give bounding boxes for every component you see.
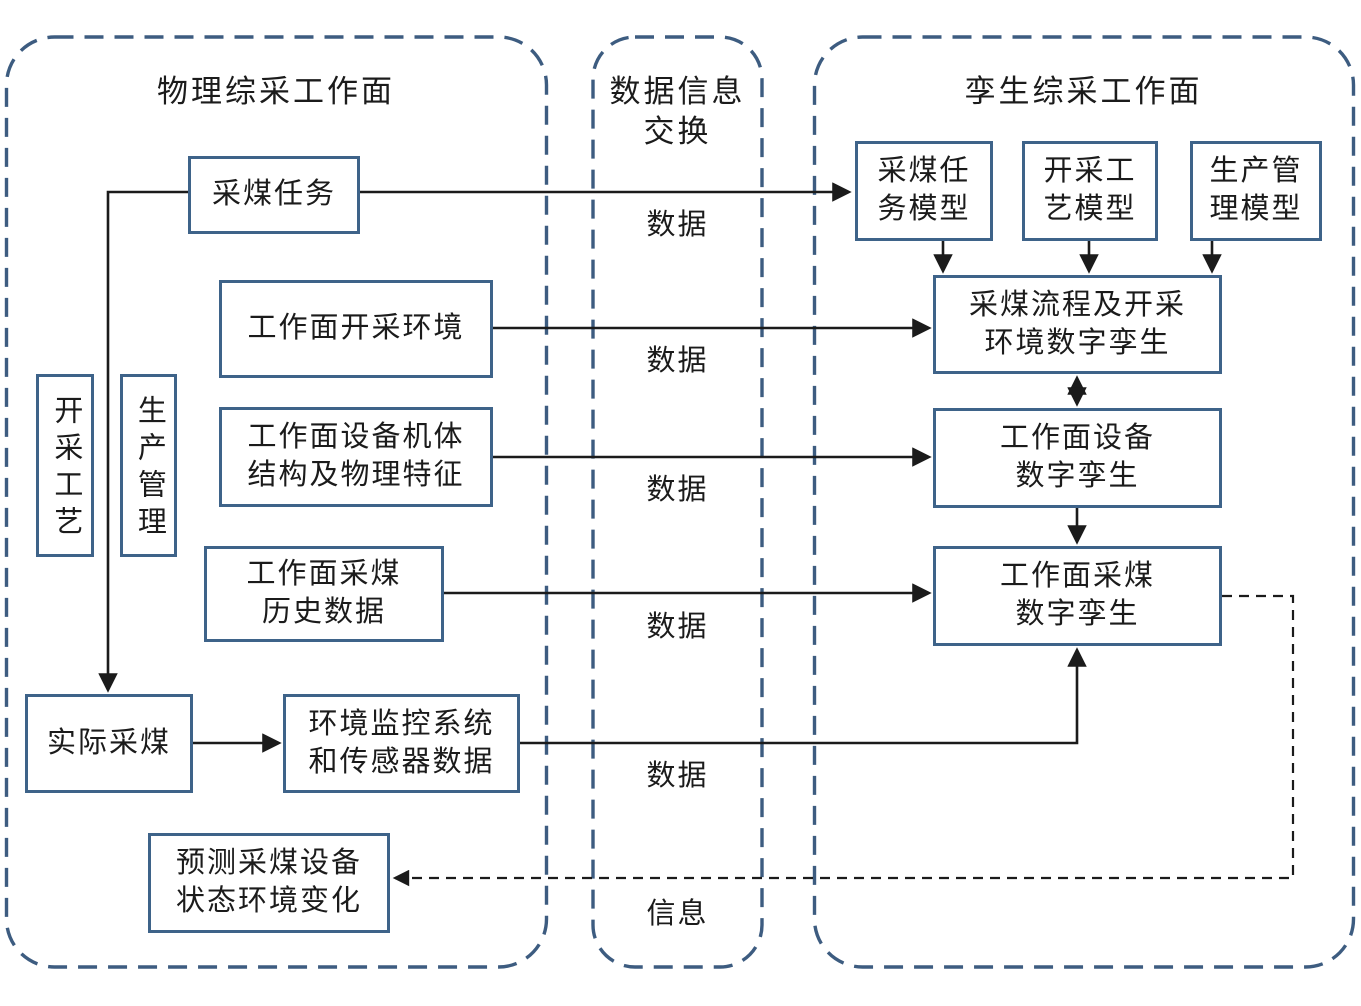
box-mining-twin: 工作面采煤 数字孪生 bbox=[933, 546, 1222, 646]
box-task-model: 采煤任 务模型 bbox=[855, 141, 993, 241]
box-mining-environment: 工作面开采环境 bbox=[219, 280, 493, 378]
data-label-1: 数据 bbox=[646, 209, 709, 241]
box-monitoring-sensors: 环境监控系统 和传感器数据 bbox=[283, 694, 520, 793]
box-equipment-twin: 工作面设备 数字孪生 bbox=[933, 408, 1222, 508]
box-process-model: 开采工 艺模型 bbox=[1022, 141, 1158, 241]
box-actual-mining: 实际采煤 bbox=[25, 694, 193, 793]
data-label-2: 数据 bbox=[646, 345, 709, 377]
data-label-3: 数据 bbox=[646, 474, 709, 506]
arrow-mining-task-to-actual-mining bbox=[98, 190, 188, 693]
info-label: 信息 bbox=[646, 898, 709, 930]
box-production-management: 生产管理 bbox=[120, 374, 177, 557]
box-mining-history: 工作面采煤 历史数据 bbox=[204, 546, 444, 642]
box-prediction: 预测采煤设备 状态环境变化 bbox=[148, 833, 390, 933]
arrow-mining-twin-to-prediction-feedback bbox=[392, 594, 1295, 887]
data-exchange-container-outline bbox=[591, 35, 764, 969]
box-mining-task: 采煤任务 bbox=[188, 156, 360, 234]
physical-face-container-outline bbox=[4, 35, 549, 969]
data-exchange-title: 数据信息 交换 bbox=[609, 74, 746, 149]
twin-face-title: 孪生综采工作面 bbox=[964, 74, 1203, 109]
box-flow-env-twin: 采煤流程及开采 环境数字孪生 bbox=[933, 275, 1222, 374]
twin-face-container-outline bbox=[812, 35, 1356, 969]
data-label-5: 数据 bbox=[646, 760, 709, 792]
box-mining-process: 开采工艺 bbox=[36, 374, 94, 557]
physical-face-title: 物理综采工作面 bbox=[157, 74, 395, 109]
box-management-model: 生产管 理模型 bbox=[1190, 141, 1322, 241]
data-label-4: 数据 bbox=[646, 611, 709, 643]
arrow-monitoring-to-mining-twin bbox=[520, 647, 1087, 745]
box-equipment-structure: 工作面设备机体 结构及物理特征 bbox=[219, 407, 493, 507]
